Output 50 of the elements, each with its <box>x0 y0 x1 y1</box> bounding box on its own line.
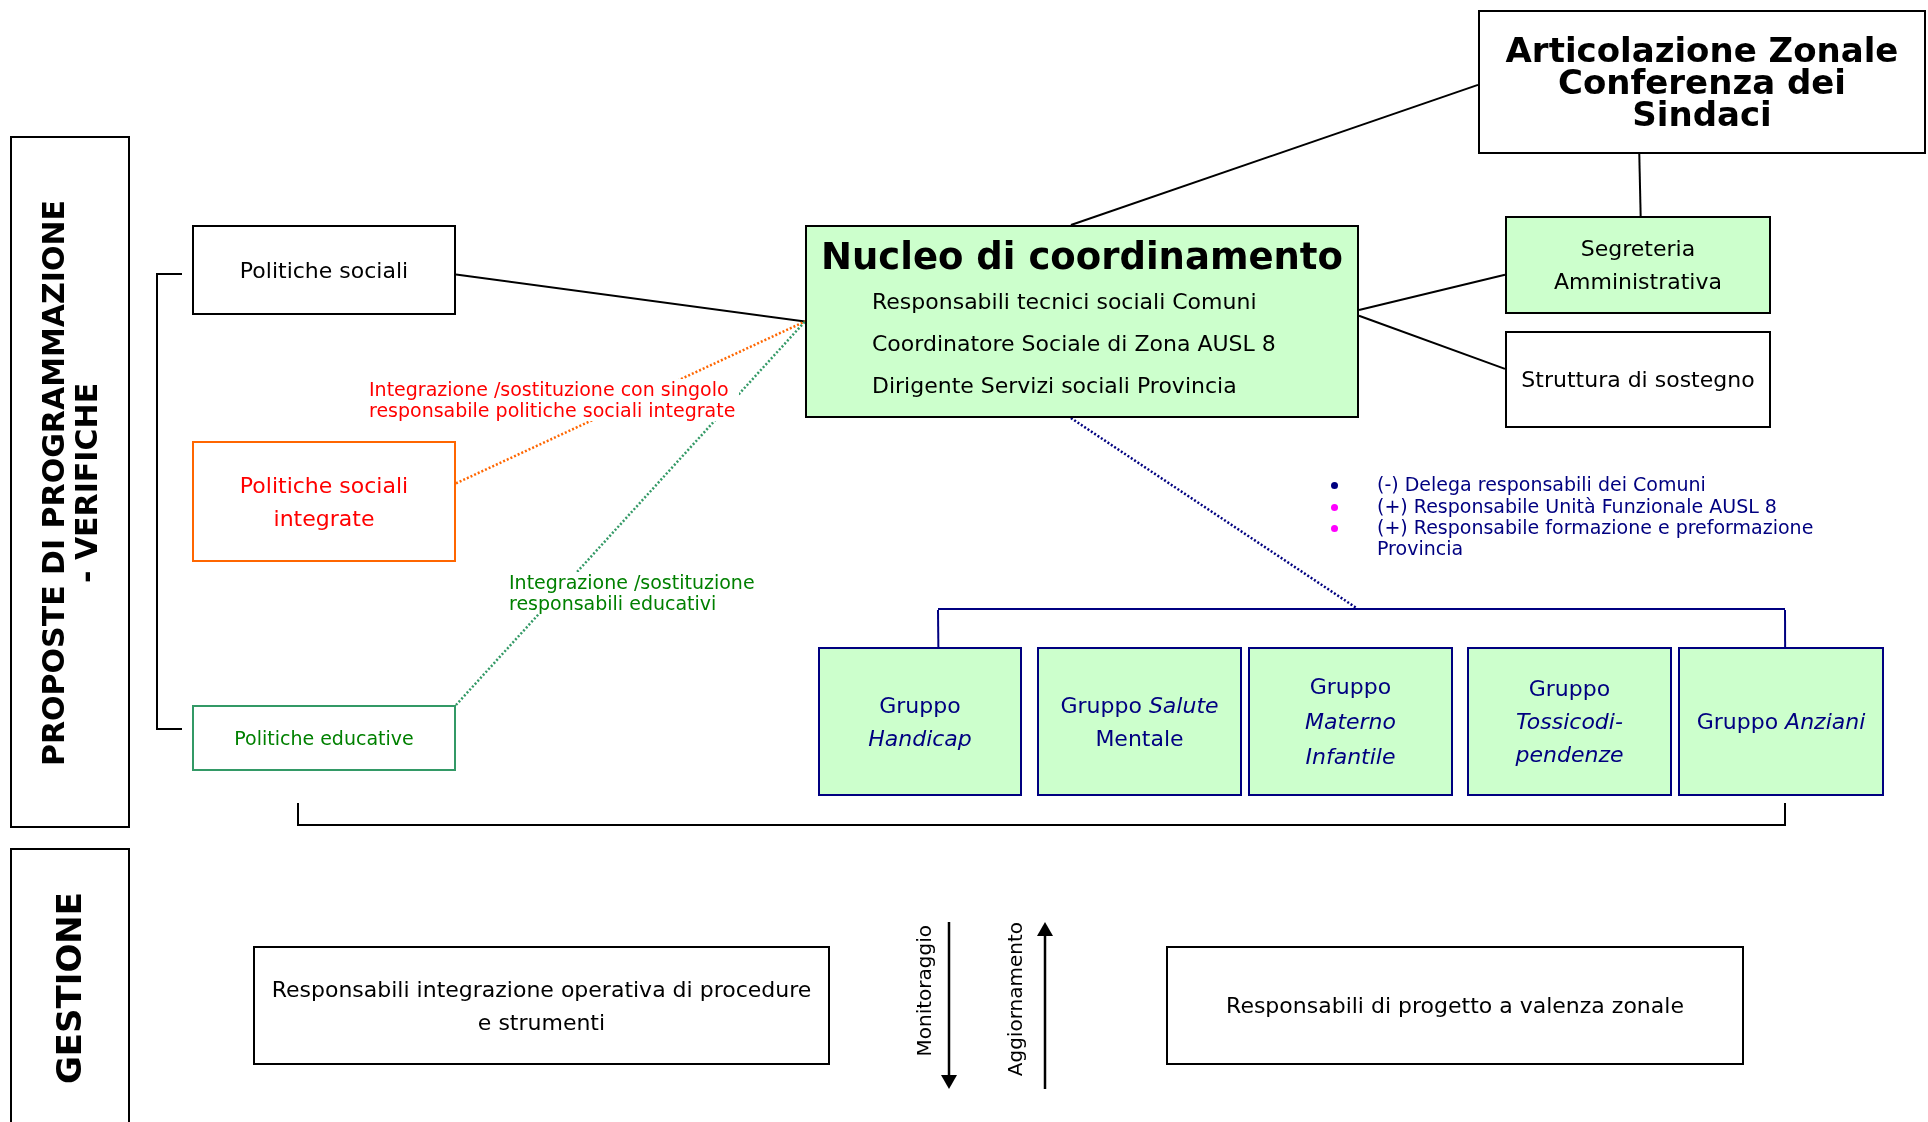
org-box <box>192 225 456 315</box>
member-text: Coordinatore Sociale di Zona AUSL 8 <box>872 330 1276 359</box>
box-text: Politiche sociali integrate <box>238 471 410 533</box>
arrow-label: Aggiornamento <box>1004 922 1026 1077</box>
org-box <box>1505 216 1771 314</box>
org-box <box>253 946 830 1065</box>
org-box <box>1505 331 1771 428</box>
member-text: Responsabili tecnici sociali Comuni <box>872 288 1257 317</box>
box-text: Gruppo Anziani <box>1696 708 1866 736</box>
list-item: (-) Delega responsabili dei Comuni <box>1377 474 1706 495</box>
connector-line <box>1358 273 1506 311</box>
connector-line <box>1784 609 1787 648</box>
box-text: Responsabili integrazione operativa di procedure e strumenti <box>271 975 812 1037</box>
list-item: (+) Responsabile Unità Funzionale AUSL 8 <box>1377 496 1777 517</box>
box-text: Gruppo Materno Infantile <box>1303 672 1398 772</box>
box-text: Responsabili di progetto a valenza zonale <box>1226 992 1684 1020</box>
org-box <box>1166 946 1744 1065</box>
box-text: Gruppo Handicap <box>867 691 973 753</box>
connector-line <box>1638 153 1642 217</box>
box-text: Politiche educative <box>234 725 414 751</box>
group-box <box>1678 647 1884 796</box>
org-box <box>192 441 456 562</box>
box-text: Segreteria Amministrativa <box>1553 235 1723 296</box>
box-text: Articolazione Zonale Conferenza dei Sindaci <box>1504 33 1900 131</box>
edge-label: Integrazione /sostituzione con singolo responsabile politiche sociali integrate <box>369 379 739 421</box>
box-title: Nucleo di coordinamento <box>821 235 1343 280</box>
box-text: Politiche sociali <box>239 256 409 285</box>
org-box <box>1478 10 1926 154</box>
connector-line <box>1070 416 1358 610</box>
box-text: GESTIONE <box>51 891 89 1084</box>
section-band <box>10 136 130 828</box>
connector-line <box>455 273 806 323</box>
box-text: Struttura di sostegno <box>1521 366 1755 394</box>
connector-line <box>455 320 806 706</box>
group-box <box>818 647 1022 796</box>
group-box <box>1248 647 1453 796</box>
box-text: PROPOSTE DI PROGRAMMAZIONE - VERIFICHE <box>37 197 103 768</box>
box-text: Gruppo Tossicodi-pendenze <box>1514 675 1625 769</box>
group-box <box>1467 647 1672 796</box>
group-box <box>1037 647 1242 796</box>
connector-line <box>1358 314 1506 370</box>
list-item: (+) Responsabile formazione e preformazione Provincia <box>1377 517 1815 559</box>
member-text: Dirigente Servizi sociali Provincia <box>872 372 1237 400</box>
org-box <box>192 705 456 771</box>
arrow-label: Monitoraggio <box>913 925 935 1057</box>
coordination-box <box>805 225 1359 418</box>
connector-line <box>937 609 940 648</box>
box-text: Gruppo Salute Mentale <box>1059 691 1220 753</box>
section-band <box>10 848 130 1122</box>
connector-line <box>1069 83 1479 226</box>
